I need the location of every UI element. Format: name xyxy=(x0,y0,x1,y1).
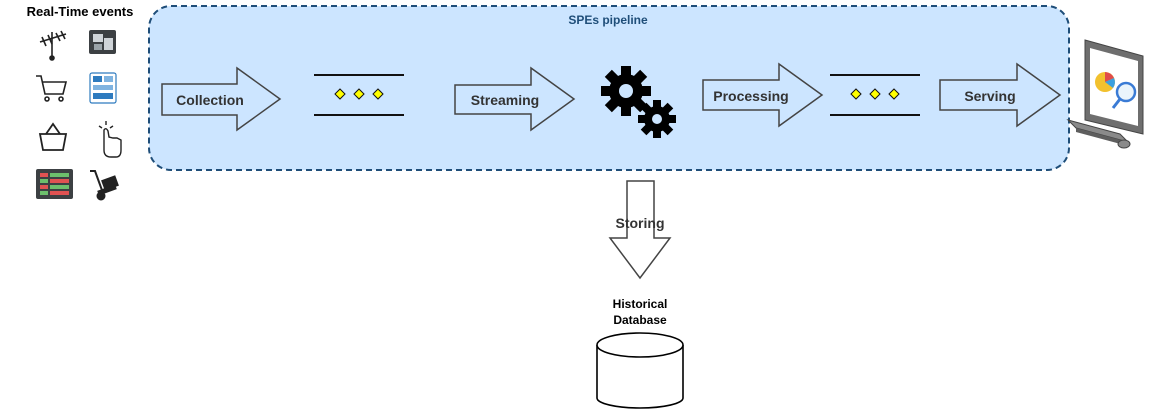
serving-arrow xyxy=(939,62,1062,128)
shopping-cart-icon xyxy=(36,75,68,102)
hand-truck-icon xyxy=(90,170,119,201)
storing-label: Storing xyxy=(616,215,665,231)
shopping-basket-icon xyxy=(38,122,68,151)
spe-pipeline-title: SPEs pipeline xyxy=(568,13,648,27)
spreadsheet-icon xyxy=(36,169,73,199)
message-queue-1 xyxy=(314,74,404,116)
collection-label: Collection xyxy=(176,92,244,108)
monitor-analytics-icon xyxy=(1066,39,1144,149)
storing-arrow xyxy=(608,180,672,280)
historical-database-label-line1: Historical xyxy=(613,297,668,311)
message-queue-2 xyxy=(830,74,920,116)
streaming-arrow xyxy=(454,66,576,132)
historical-database-cylinder xyxy=(596,332,684,409)
real-time-events-title: Real-Time events xyxy=(27,4,134,19)
dashboard-panel-icon xyxy=(89,72,117,104)
serving-label: Serving xyxy=(964,88,1015,104)
processing-arrow xyxy=(702,62,824,128)
antenna-icon xyxy=(39,30,67,61)
iot-device-icon xyxy=(89,30,116,54)
gears-icon xyxy=(601,66,676,138)
streaming-label: Streaming xyxy=(471,92,539,108)
pointer-click-icon xyxy=(98,121,122,158)
processing-label: Processing xyxy=(713,88,788,104)
historical-database-label-line2: Database xyxy=(613,313,667,327)
collection-arrow xyxy=(161,66,282,132)
